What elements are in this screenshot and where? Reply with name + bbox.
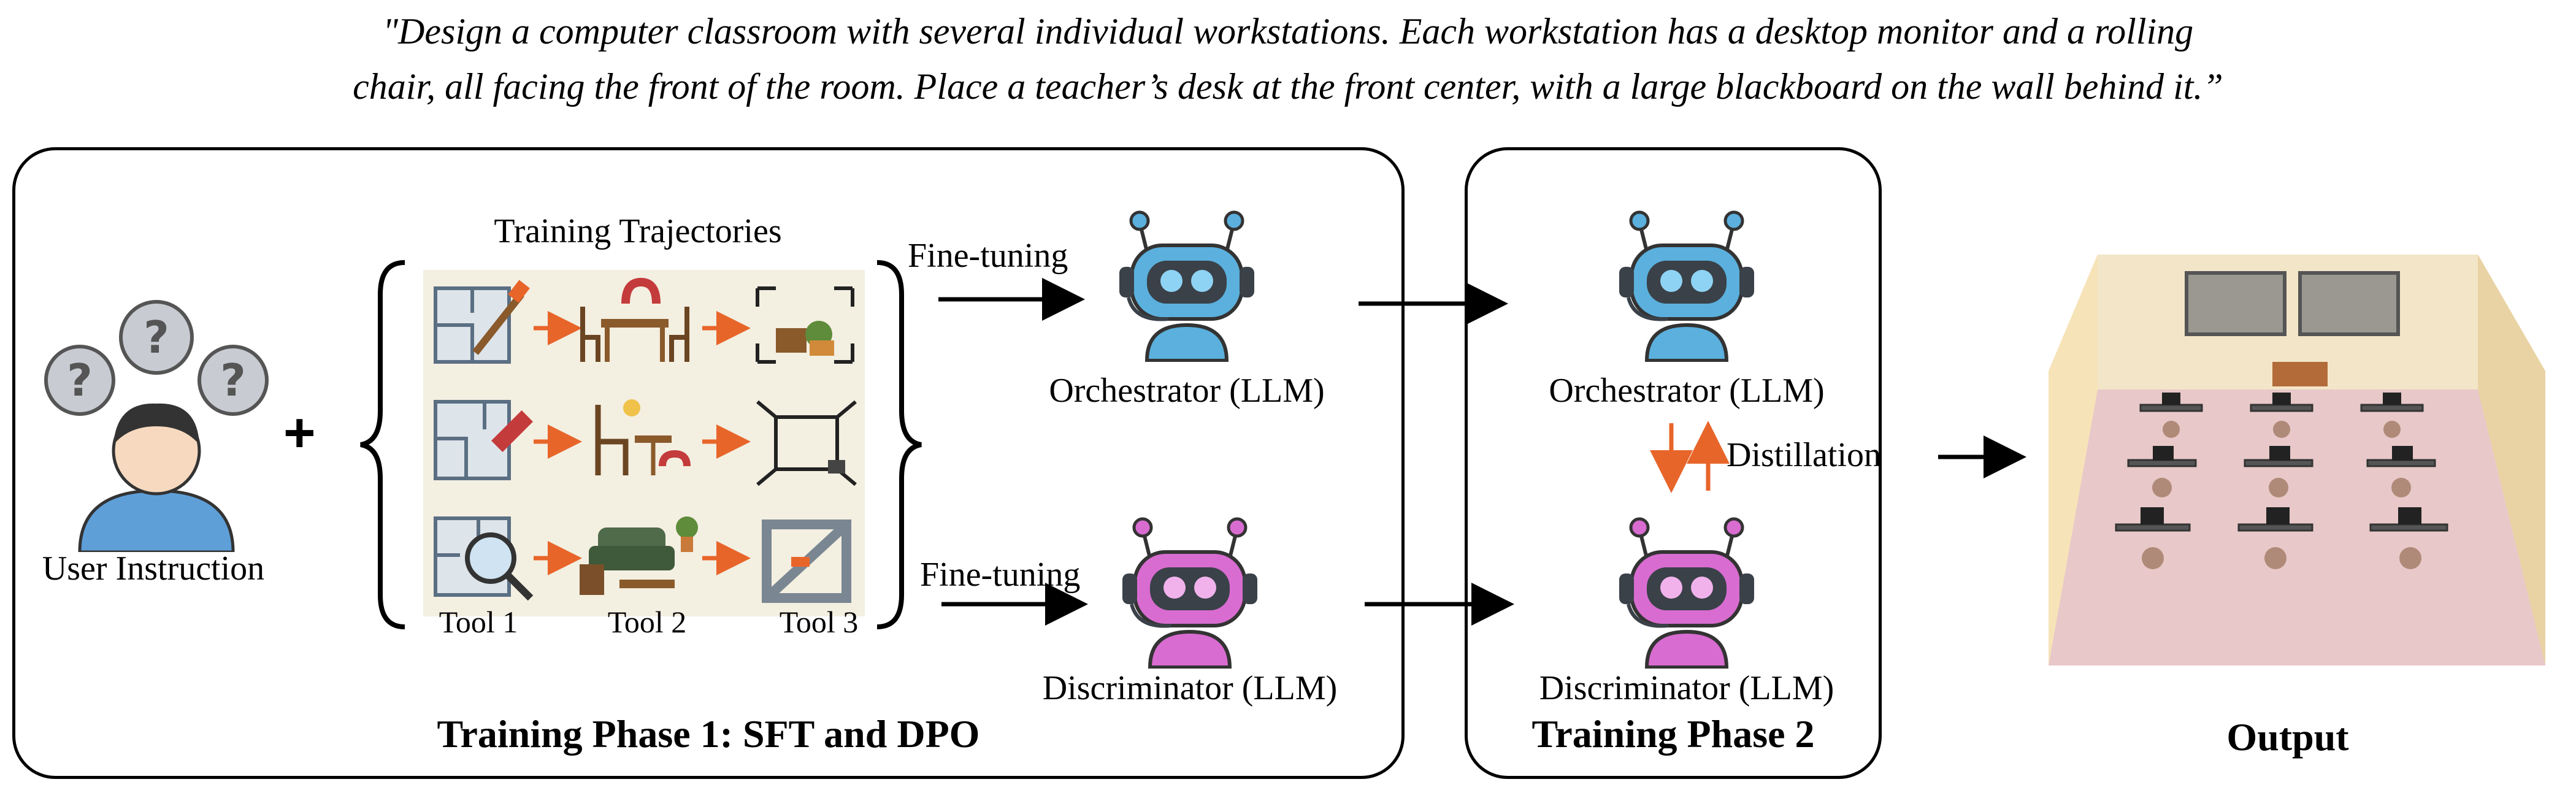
arranged-room-icon: [756, 286, 854, 364]
user-with-questions-icon: ? ? ?: [44, 300, 269, 552]
tool-2-label: Tool 2: [607, 605, 687, 639]
chair-lamp-magnet-icon: [595, 399, 691, 475]
svg-text:?: ?: [144, 312, 169, 363]
discriminator-robot-icon: [1122, 517, 1257, 669]
left-brace: [360, 260, 405, 629]
quote-line-1: "Design a computer classroom with severa…: [382, 11, 2194, 52]
plus-sign: +: [283, 402, 316, 464]
right-brace: [876, 260, 922, 629]
floorplan-eraser-icon: [434, 400, 533, 480]
resize-frame-icon: [756, 400, 857, 486]
ruler-frame-icon: [762, 520, 851, 603]
tool-1-label: Tool 1: [439, 605, 518, 639]
tool-3-label: Tool 3: [779, 605, 859, 639]
trajectory-grid: [423, 270, 865, 616]
finetuning-top-label: Fine-tuning: [908, 237, 1068, 275]
instruction-quote: "Design a computer classroom with severa…: [0, 4, 2576, 114]
orchestrator-robot-phase2-icon: [1619, 210, 1754, 362]
classroom-render-image: [2049, 255, 2545, 665]
training-trajectories-title: Training Trajectories: [494, 212, 782, 250]
phase1-panel: [12, 147, 1405, 779]
table-chairs-magnet-icon: [580, 277, 689, 362]
svg-text:?: ?: [220, 355, 246, 406]
svg-text:?: ?: [67, 355, 93, 406]
orchestrator-label-phase2: Orchestrator (LLM): [1549, 372, 1825, 410]
discriminator-label-phase1: Discriminator (LLM): [1042, 669, 1338, 707]
sofa-table-plant-icon: [580, 516, 698, 595]
user-instruction-label: User Instruction: [42, 550, 265, 588]
discriminator-robot-phase2-icon: [1619, 517, 1754, 669]
phase2-title: Training Phase 2: [1531, 712, 1815, 756]
floorplan-magnifier-icon: [434, 516, 534, 601]
floorplan-brush-icon: [434, 280, 530, 364]
discriminator-label-phase2: Discriminator (LLM): [1539, 669, 1834, 707]
phase2-panel: [1465, 147, 1882, 779]
orchestrator-robot-icon: [1119, 210, 1254, 362]
orchestrator-label-phase1: Orchestrator (LLM): [1049, 372, 1325, 410]
distillation-label: Distillation: [1727, 436, 1881, 474]
output-title: Output: [2226, 715, 2349, 759]
quote-line-2: chair, all facing the front of the room.…: [353, 66, 2223, 107]
phase1-title: Training Phase 1: SFT and DPO: [437, 712, 980, 756]
